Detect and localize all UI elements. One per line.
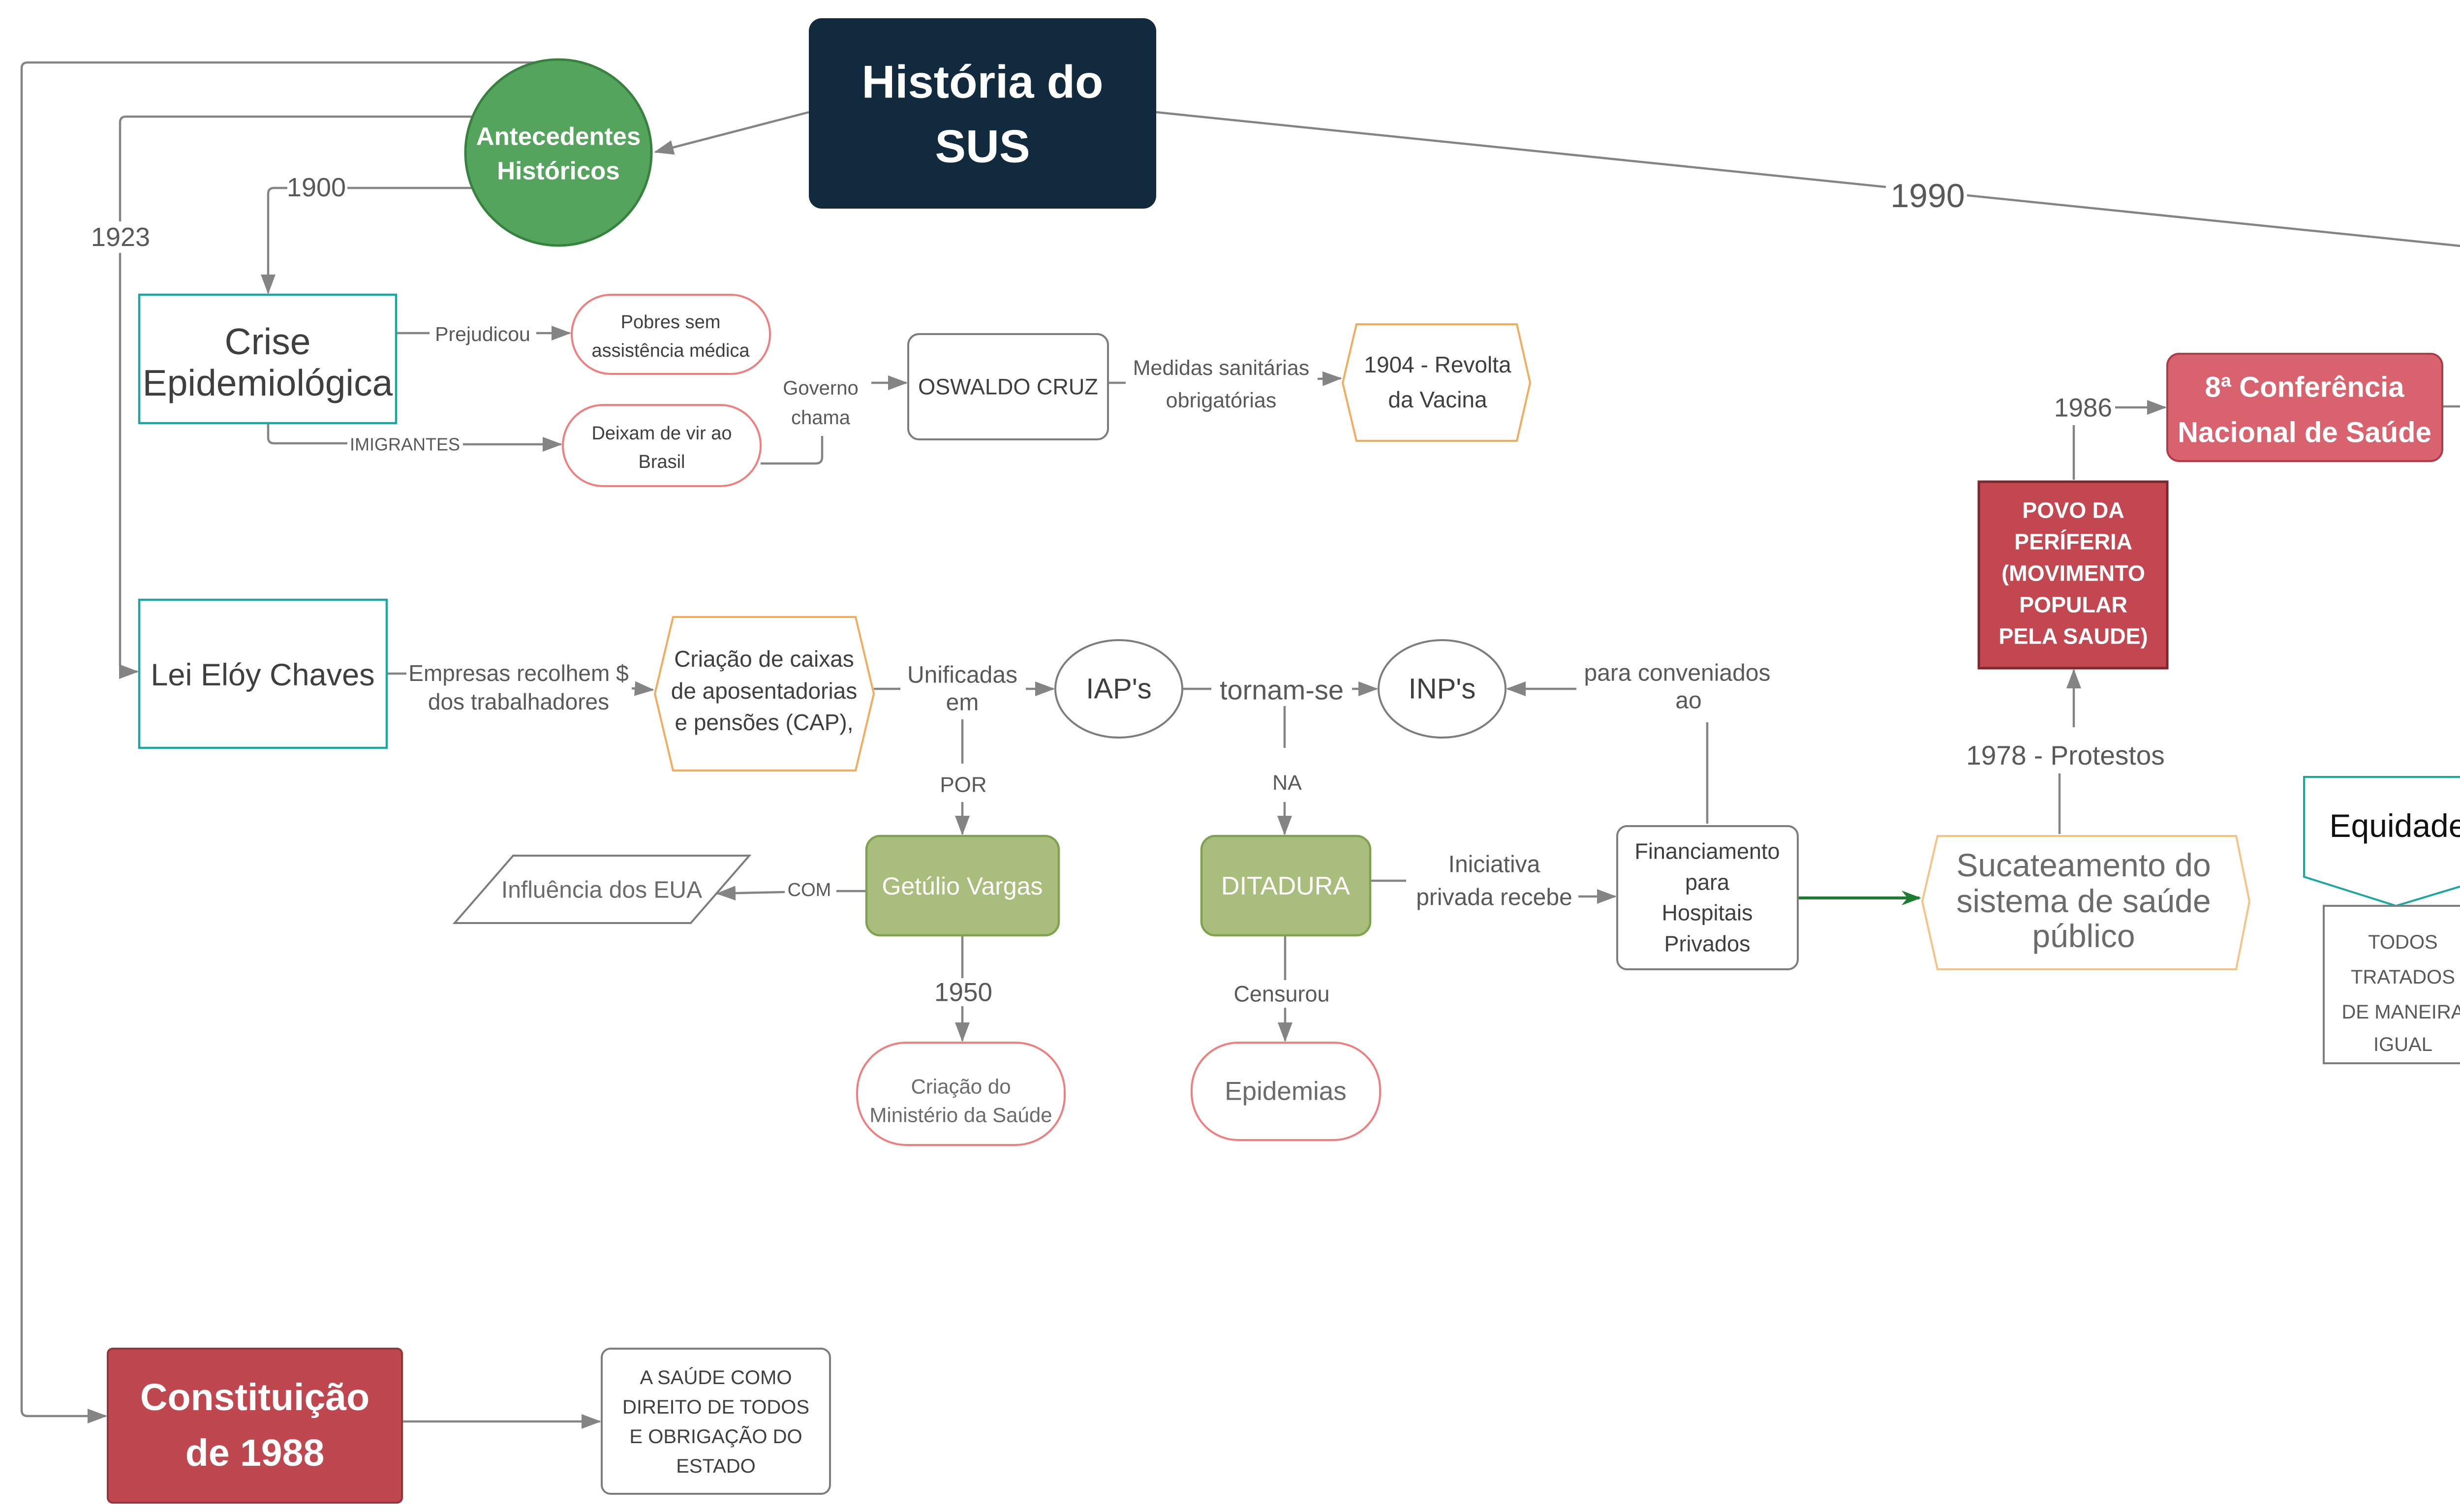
- svg-text:Históricos: Históricos: [497, 157, 619, 185]
- svg-text:Sucateamento do: Sucateamento do: [1956, 847, 2211, 883]
- svg-text:Unificadas: Unificadas: [907, 662, 1017, 688]
- svg-text:público: público: [2032, 918, 2135, 954]
- svg-text:para conveniados: para conveniados: [1584, 660, 1771, 686]
- svg-text:Hospitais: Hospitais: [1661, 900, 1753, 926]
- svg-text:NA: NA: [1272, 771, 1302, 795]
- svg-text:Epidemias: Epidemias: [1225, 1077, 1346, 1106]
- svg-text:TODOS: TODOS: [2368, 931, 2438, 953]
- svg-text:IAP's: IAP's: [1086, 673, 1152, 705]
- svg-text:Pobres sem: Pobres sem: [621, 312, 721, 333]
- svg-text:DITADURA: DITADURA: [1221, 872, 1350, 900]
- svg-text:Constituição: Constituição: [140, 1376, 369, 1419]
- svg-text:DE MANEIRA: DE MANEIRA: [2342, 1001, 2460, 1023]
- svg-text:1900: 1900: [287, 173, 346, 202]
- svg-text:de aposentadorias: de aposentadorias: [671, 678, 858, 704]
- svg-text:Governo: Governo: [783, 377, 858, 399]
- svg-text:PERÍFERIA: PERÍFERIA: [2014, 529, 2132, 555]
- svg-text:1904 - Revolta: 1904 - Revolta: [1364, 352, 1511, 377]
- svg-text:IGUAL: IGUAL: [2373, 1034, 2432, 1055]
- svg-text:Medidas sanitárias: Medidas sanitárias: [1133, 356, 1310, 380]
- svg-text:Lei Elóy Chaves: Lei Elóy Chaves: [151, 658, 374, 692]
- svg-text:E OBRIGAÇÃO DO: E OBRIGAÇÃO DO: [629, 1425, 802, 1448]
- svg-text:chama: chama: [791, 407, 851, 429]
- svg-text:Iniciativa: Iniciativa: [1448, 852, 1540, 878]
- svg-text:ao: ao: [1675, 688, 1701, 714]
- svg-text:POVO DA: POVO DA: [2022, 498, 2124, 523]
- svg-text:e pensões (CAP),: e pensões (CAP),: [675, 710, 853, 735]
- svg-text:obrigatórias: obrigatórias: [1166, 389, 1277, 412]
- svg-text:Antecedentes: Antecedentes: [476, 123, 641, 151]
- svg-text:1990: 1990: [1890, 177, 1965, 215]
- svg-text:Deixam de vir ao: Deixam de vir ao: [591, 423, 732, 444]
- svg-text:DIREITO DE TODOS: DIREITO DE TODOS: [622, 1396, 809, 1418]
- svg-text:1950: 1950: [934, 978, 992, 1007]
- svg-text:Censurou: Censurou: [1233, 982, 1329, 1007]
- svg-text:ESTADO: ESTADO: [676, 1455, 756, 1477]
- svg-text:1986: 1986: [2054, 394, 2112, 423]
- svg-text:Getúlio Vargas: Getúlio Vargas: [882, 872, 1043, 900]
- svg-text:Crise: Crise: [224, 321, 310, 362]
- svg-text:da Vacina: da Vacina: [1388, 387, 1487, 412]
- svg-text:Influência dos EUA: Influência dos EUA: [501, 877, 702, 903]
- svg-text:IMIGRANTES: IMIGRANTES: [350, 434, 460, 455]
- svg-text:privada recebe: privada recebe: [1416, 885, 1572, 911]
- svg-text:TRATADOS: TRATADOS: [2351, 966, 2455, 988]
- svg-text:Ministério da Saúde: Ministério da Saúde: [869, 1104, 1052, 1127]
- svg-text:1978 - Protestos: 1978 - Protestos: [1966, 740, 2165, 771]
- svg-text:INP's: INP's: [1409, 673, 1476, 705]
- svg-text:POR: POR: [940, 773, 986, 797]
- svg-text:de 1988: de 1988: [185, 1432, 325, 1474]
- svg-text:A SAÚDE COMO: A SAÚDE COMO: [640, 1366, 792, 1389]
- svg-text:Brasil: Brasil: [638, 452, 685, 472]
- svg-text:Criação do: Criação do: [911, 1075, 1011, 1098]
- svg-text:Prejudicou: Prejudicou: [435, 323, 530, 345]
- svg-text:COM: COM: [788, 880, 831, 900]
- svg-text:Financiamento: Financiamento: [1634, 839, 1780, 864]
- svg-text:(MOVIMENTO: (MOVIMENTO: [2001, 561, 2145, 586]
- svg-text:em: em: [946, 690, 979, 716]
- svg-text:1923: 1923: [91, 222, 150, 252]
- svg-text:PELA SAUDE): PELA SAUDE): [1999, 624, 2148, 649]
- svg-text:assistência médica: assistência médica: [591, 340, 750, 361]
- svg-text:tornam-se: tornam-se: [1220, 675, 1344, 706]
- svg-text:para: para: [1685, 870, 1730, 895]
- svg-text:POPULAR: POPULAR: [2019, 592, 2127, 617]
- svg-text:SUS: SUS: [935, 121, 1030, 172]
- svg-text:Criação de caixas: Criação de caixas: [674, 646, 854, 672]
- svg-text:Privados: Privados: [1664, 931, 1750, 957]
- svg-text:Empresas recolhem $: Empresas recolhem $: [408, 660, 628, 686]
- svg-text:Equidade: Equidade: [2330, 807, 2460, 844]
- svg-text:dos trabalhadores: dos trabalhadores: [428, 689, 609, 714]
- svg-text:História do: História do: [862, 56, 1104, 108]
- svg-text:Nacional de Saúde: Nacional de Saúde: [2178, 417, 2431, 449]
- svg-text:8ª Conferência: 8ª Conferência: [2205, 371, 2404, 403]
- svg-text:sistema de saúde: sistema de saúde: [1956, 883, 2211, 919]
- svg-text:Epidemiológica: Epidemiológica: [143, 362, 393, 403]
- svg-text:OSWALDO CRUZ: OSWALDO CRUZ: [918, 374, 1098, 400]
